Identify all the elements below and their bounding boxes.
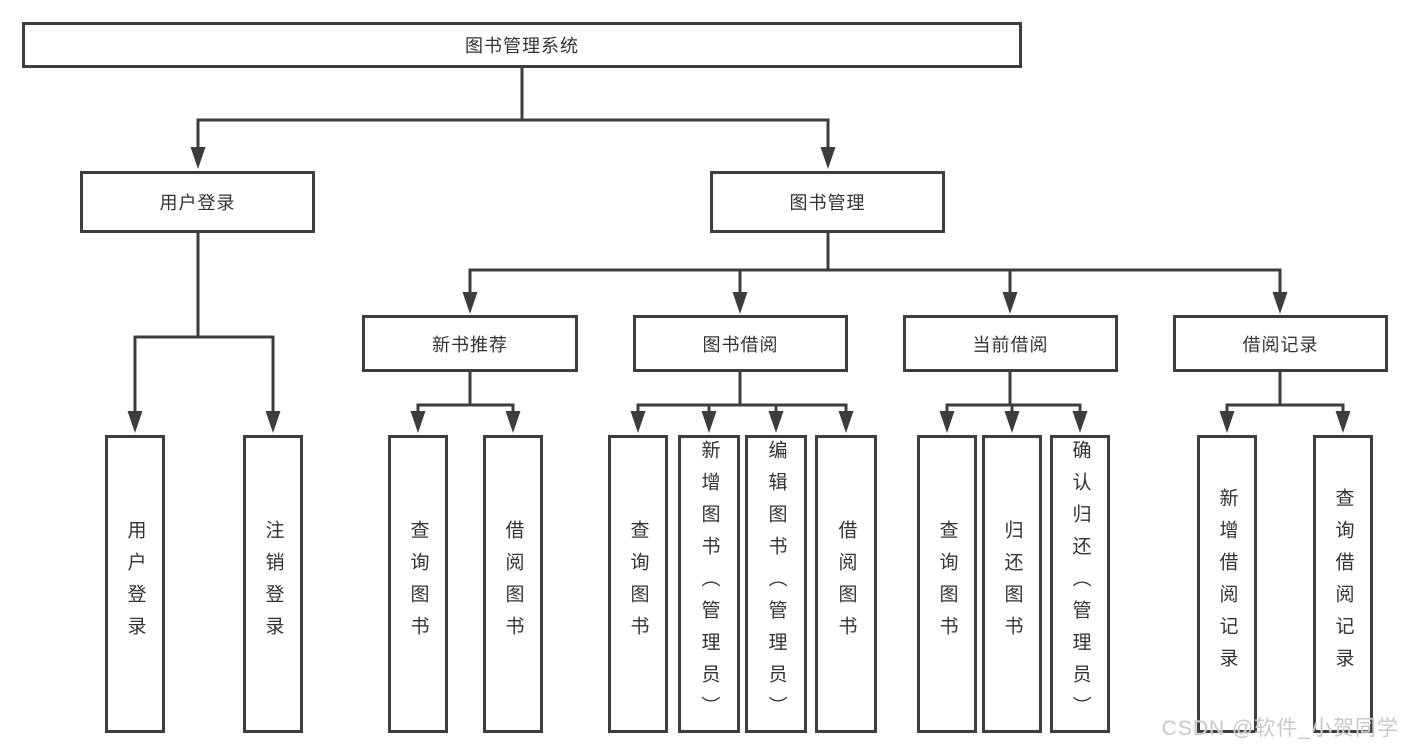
leaf-logout: 注销登录 — [243, 435, 303, 733]
node-user-login: 用户登录 — [80, 171, 315, 233]
leaf-label: 用户登录 — [124, 520, 146, 648]
leaf-label: 查询图书 — [936, 520, 958, 648]
node-label: 用户登录 — [159, 193, 236, 213]
leaf-query-borrow-record: 查询借阅记录 — [1313, 435, 1373, 733]
node-label: 当前借阅 — [972, 334, 1049, 355]
leaf-query-books-borrowing: 查询图书 — [608, 435, 668, 733]
leaf-label: 编辑图书（管理员） — [765, 440, 787, 728]
leaf-label: 新增图书（管理员） — [698, 440, 720, 728]
leaf-query-books-recommend: 查询图书 — [388, 435, 448, 733]
node-book-borrowing: 图书借阅 — [633, 315, 848, 372]
leaf-add-book-admin: 新增图书（管理员） — [678, 435, 740, 733]
csdn-watermark: CSDN @软件_小贺同学 — [1161, 717, 1399, 740]
leaf-borrow-books-recommend: 借阅图书 — [483, 435, 543, 733]
leaf-label: 新增借阅记录 — [1216, 488, 1238, 680]
leaf-label: 查询图书 — [627, 520, 649, 648]
leaf-label: 借阅图书 — [502, 520, 524, 648]
leaf-edit-book-admin: 编辑图书（管理员） — [745, 435, 807, 733]
node-book-management: 图书管理 — [710, 171, 945, 233]
node-label: 图书管理 — [789, 193, 866, 213]
leaf-label: 查询图书 — [407, 520, 429, 648]
node-label: 图书管理系统 — [465, 36, 579, 56]
node-label: 图书借阅 — [702, 334, 779, 355]
node-library-management-system: 图书管理系统 — [22, 22, 1022, 68]
leaf-borrow-books-borrowing: 借阅图书 — [815, 435, 877, 733]
leaf-label: 注销登录 — [262, 520, 284, 648]
leaf-confirm-return-admin: 确认归还（管理员） — [1050, 435, 1110, 733]
leaf-query-books-current: 查询图书 — [917, 435, 977, 733]
node-label: 借阅记录 — [1242, 334, 1319, 355]
leaf-user-login: 用户登录 — [105, 435, 165, 733]
leaf-label: 归还图书 — [1001, 520, 1023, 648]
leaf-add-borrow-record: 新增借阅记录 — [1197, 435, 1257, 733]
leaf-return-books: 归还图书 — [982, 435, 1042, 733]
leaf-label: 借阅图书 — [835, 520, 857, 648]
leaf-label: 确认归还（管理员） — [1069, 440, 1091, 728]
node-current-borrowing: 当前借阅 — [903, 315, 1118, 372]
node-new-book-recommendation: 新书推荐 — [362, 315, 578, 372]
leaf-label: 查询借阅记录 — [1332, 488, 1354, 680]
node-label: 新书推荐 — [432, 334, 508, 355]
node-borrowing-records: 借阅记录 — [1173, 315, 1388, 372]
